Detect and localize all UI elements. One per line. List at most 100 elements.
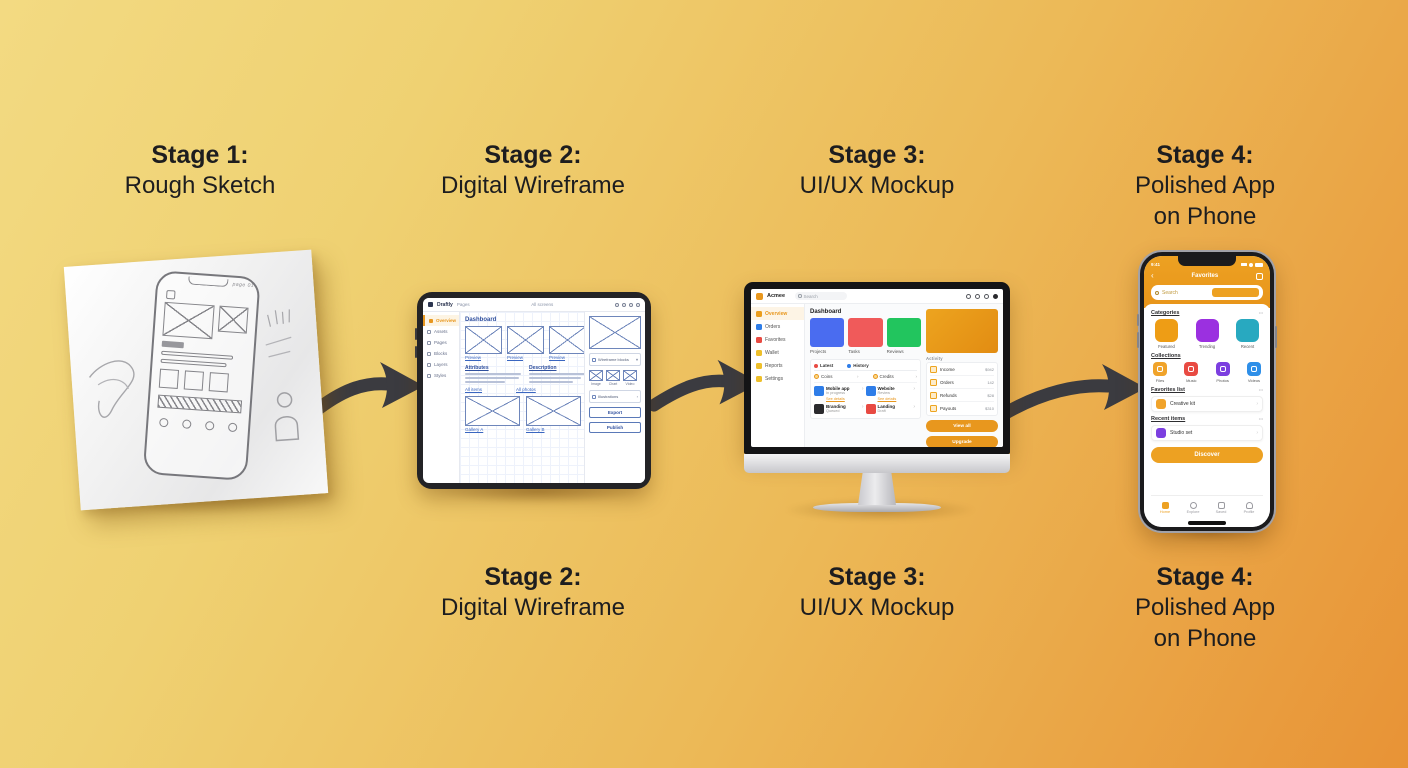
sidebar-item-label: Overview <box>765 310 788 317</box>
activity-label: Income <box>940 366 955 372</box>
sketched-text-line <box>160 358 227 368</box>
wireframe-sidebar-item: Styles <box>423 370 459 381</box>
monitor-bezel: Acmee Search Overview Orders Favorites W… <box>744 282 1010 454</box>
monitor-screen: Acmee Search Overview Orders Favorites W… <box>751 289 1003 447</box>
sidebar-item-label: Reports <box>765 362 783 369</box>
activity-label: Orders <box>940 379 954 385</box>
column-heading: Description <box>529 365 557 371</box>
section-title: Categories <box>1151 310 1180 316</box>
gear-icon <box>756 375 762 382</box>
sketched-image-placeholder <box>217 305 249 334</box>
wireframe-mini: Image <box>589 370 603 386</box>
sketched-thumbnail-row <box>158 368 244 394</box>
wireframe-card: Preview <box>549 326 586 361</box>
nav-item-profile: Profile <box>1235 501 1263 514</box>
phone-volume-button <box>1137 314 1139 326</box>
avatar <box>993 293 998 299</box>
tablet-device: Draftly Pages All screens Overview Asset… <box>415 292 651 489</box>
mockup-list-panel: Latest History Coins› Credits› Mobile ap… <box>810 359 921 419</box>
section-header: Recent items••• <box>1151 416 1263 422</box>
income-icon <box>930 365 937 373</box>
mockup-sidebar-item: Wallet <box>751 346 804 359</box>
search-icon <box>798 294 802 298</box>
category-tile: Recent <box>1236 319 1259 349</box>
search-placeholder: Search <box>1162 289 1178 296</box>
coin-icon <box>814 374 819 379</box>
tab-label: Latest <box>820 363 834 368</box>
wireframe-publish-button: Publish <box>589 422 641 433</box>
dot-icon <box>814 363 818 368</box>
mockup-main: Dashboard Projects Tasks Reviews Latest … <box>810 309 921 442</box>
wireframe-card-row: Preview Preview Preview <box>465 326 586 361</box>
mockup-sidebar: Overview Orders Favorites Wallet Reports… <box>751 304 805 447</box>
orders-icon <box>756 323 762 330</box>
explore-icon <box>1189 501 1197 509</box>
stage2-label-top: Stage 2: Digital Wireframe <box>383 140 683 202</box>
wireframe-dropdown: Wireframe blocks▾ <box>589 353 641 366</box>
stage3-title: Stage 3: <box>828 563 926 591</box>
stage4-subtitle: Polished App <box>1134 594 1276 622</box>
coin-label: Coins <box>821 374 833 379</box>
phone-volume-button <box>1137 332 1139 348</box>
phone-screen: 9:41 ‹ Favorites Search Categ <box>1144 256 1270 527</box>
music-icon <box>1184 362 1199 376</box>
stage3-subtitle: UI/UX Mockup <box>799 172 955 200</box>
wireframe-sidebar-item: Blocks <box>423 348 459 359</box>
image-placeholder <box>606 370 620 381</box>
item-icon <box>1156 427 1166 438</box>
wireframe-sidebar-item: Layers <box>423 359 459 370</box>
app-navbar: ‹ Favorites <box>1151 272 1263 280</box>
section-title: Recent items <box>1151 415 1186 422</box>
tile-orange <box>1155 319 1178 342</box>
panel-label: Illustrations <box>598 394 619 399</box>
collection-tile: Music <box>1184 362 1199 383</box>
stage4-label-top: Stage 4: Polished App on Phone <box>1055 140 1355 233</box>
home-indicator <box>1188 521 1226 525</box>
category-tile: Featured <box>1155 319 1178 349</box>
wireframe-sidebar-item: Assets <box>423 326 459 337</box>
mockup-topbar: Acmee Search <box>751 289 1003 304</box>
item-name: Branding <box>826 404 846 409</box>
sketch-paper: page 01 <box>63 249 329 511</box>
item-label: Creative kit <box>1170 400 1196 407</box>
avatar <box>865 386 876 396</box>
avatar <box>814 404 824 414</box>
wireframe-text-block: Attributes <box>465 365 521 383</box>
tile-label: Music <box>1186 377 1197 383</box>
stage1-title: Stage 1: <box>151 141 249 169</box>
app-search-bar: Search <box>1151 285 1263 300</box>
phone-device: 9:41 ‹ Favorites Search Categ <box>1137 250 1277 533</box>
see-details-link: See details <box>826 397 845 401</box>
sidebar-item-label: Styles <box>434 373 447 378</box>
mini-label: Video <box>625 382 635 386</box>
square-icon <box>592 357 596 362</box>
wireframe-topbar: Draftly Pages All screens <box>423 298 645 312</box>
activity-row: Refunds$28 <box>930 389 994 402</box>
nav-item-explore: Explore <box>1179 501 1207 514</box>
app-title: Favorites <box>1191 273 1219 279</box>
square-icon <box>427 362 431 367</box>
sidebar-item-label: Blocks <box>434 351 448 356</box>
stage2-subtitle: Digital Wireframe <box>440 172 626 200</box>
bell-icon <box>629 302 633 307</box>
item-icon <box>1156 398 1166 409</box>
mini-label: Image <box>591 382 601 386</box>
stage2-label-bottom: Stage 2: Digital Wireframe <box>383 562 683 624</box>
image-placeholder <box>465 396 520 426</box>
wireframe-link: Gallery B <box>526 427 545 432</box>
sketched-nav-icon <box>227 422 238 433</box>
chevron-down-icon: ▾ <box>635 357 638 362</box>
wireframe-mini: Video <box>623 370 637 386</box>
wireframe-sidebar-item: Overview <box>423 315 459 326</box>
chevron-right-icon: › <box>915 374 918 379</box>
image-placeholder <box>589 370 603 381</box>
tile-label: Photos <box>1216 377 1229 383</box>
collection-tile: Videos <box>1246 362 1261 383</box>
collection-tile: Files <box>1153 362 1167 383</box>
sketched-bottom-nav <box>156 417 240 433</box>
wireframe-toolbar-icons <box>615 302 640 307</box>
text-line <box>529 381 573 383</box>
section-title: Favorites list <box>1151 386 1185 393</box>
